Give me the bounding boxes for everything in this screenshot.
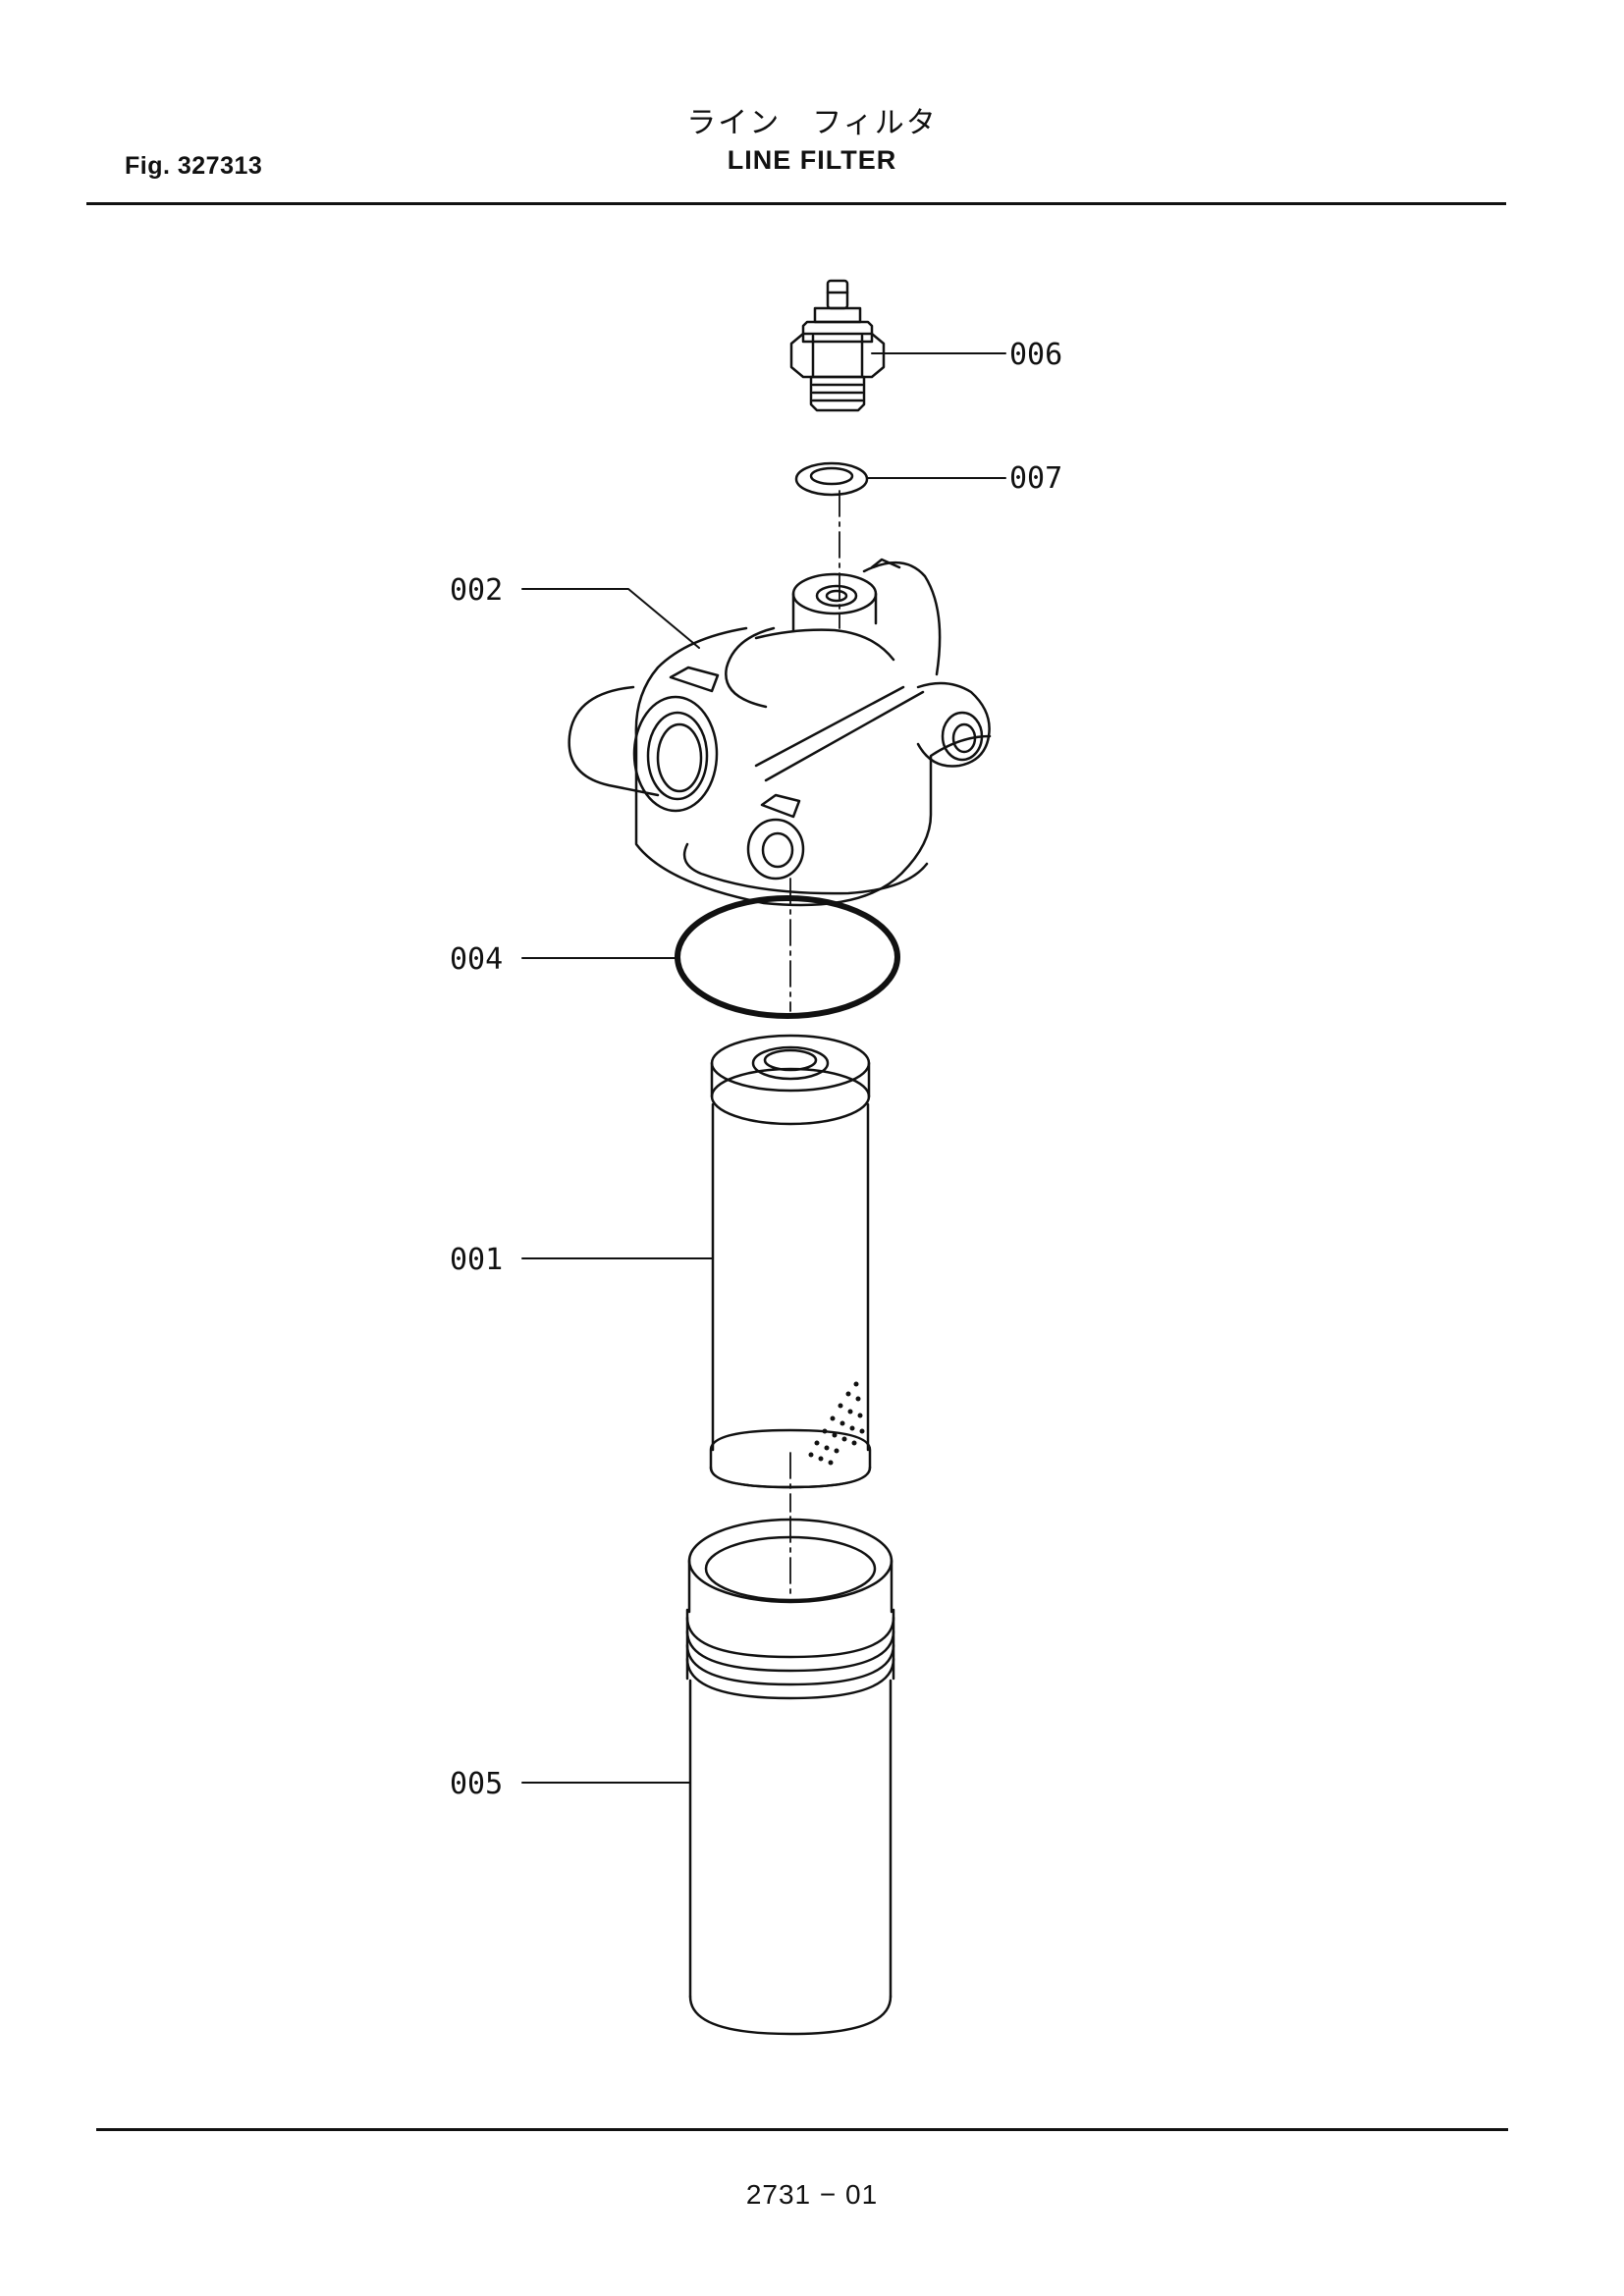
callout-001: 001: [450, 1243, 503, 1277]
title-english: LINE FILTER: [727, 145, 897, 175]
callout-002: 002: [450, 573, 503, 608]
footer-rule: [96, 2128, 1508, 2131]
callout-006: 006: [1009, 338, 1062, 372]
header-rule: [86, 202, 1506, 205]
figure-id: Fig. 327313: [125, 152, 263, 180]
callout-004: 004: [450, 942, 503, 977]
part-007-washer: [794, 461, 869, 497]
page-number: 2731 − 01: [745, 2179, 879, 2210]
part-005-filter-case: [685, 1518, 895, 2036]
part-004-o-ring: [675, 895, 900, 1019]
leader-lines: [521, 352, 1006, 1784]
part-002-filter-head: [568, 558, 992, 907]
perforation-pattern: [808, 1381, 865, 1466]
part-006-pressure-switch: [789, 279, 886, 412]
callout-005: 005: [450, 1767, 503, 1801]
callout-007: 007: [1009, 461, 1062, 496]
callout-labels: 006 007 002 004 001 005: [450, 338, 1062, 1801]
title-japanese: ライン フィルタ: [686, 106, 938, 140]
part-001-filter-element: [709, 1034, 872, 1489]
